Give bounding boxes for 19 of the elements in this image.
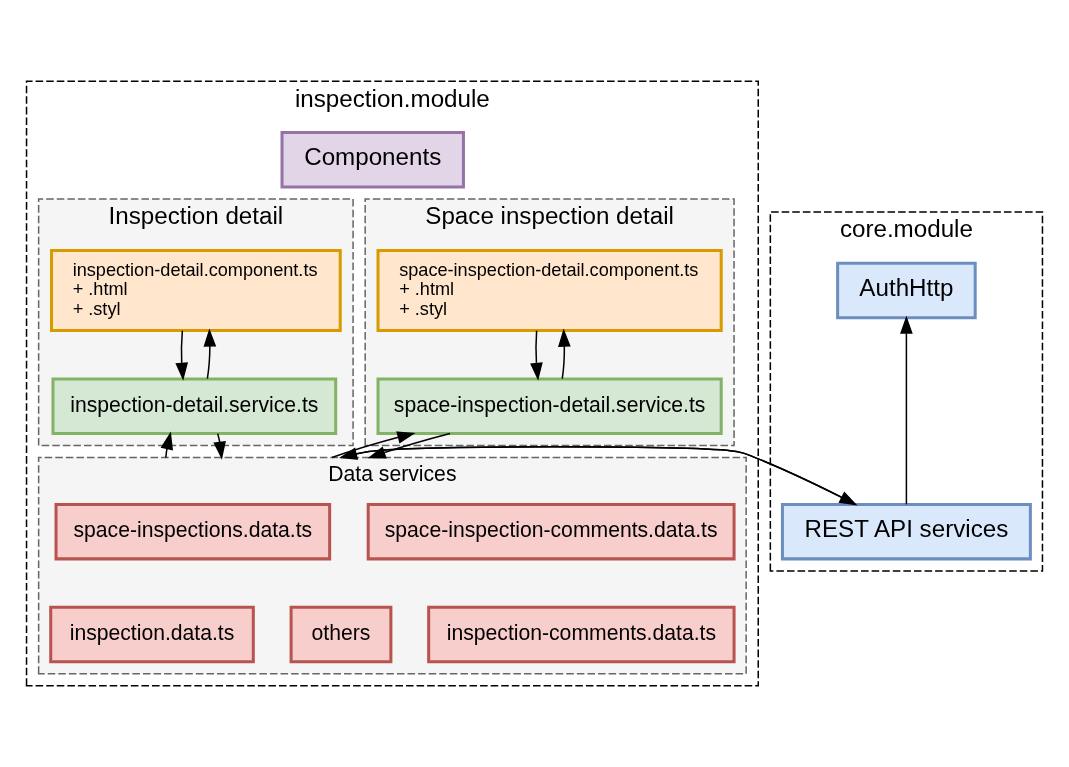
node-box: AuthHttp xyxy=(836,261,977,320)
node-box: inspection-detail.component.ts + .html + .styl xyxy=(49,248,342,333)
arrow xyxy=(160,431,173,459)
node-box: inspection-detail.service.ts xyxy=(51,377,338,435)
node-box: others xyxy=(289,605,393,664)
arrow xyxy=(530,330,543,381)
node-box: inspection-comments.data.ts xyxy=(427,605,736,664)
node-box: space-inspections.data.ts xyxy=(54,502,332,561)
arrow xyxy=(213,432,226,460)
arrow xyxy=(900,315,913,505)
node-box: space-inspection-comments.data.ts xyxy=(366,502,736,561)
node-box: space-inspection-detail.service.ts xyxy=(376,377,723,435)
node-box: REST API services xyxy=(780,502,1032,561)
arrow xyxy=(558,328,571,380)
arrow xyxy=(203,328,217,380)
node-box: Components xyxy=(280,131,465,189)
arrow xyxy=(175,330,189,381)
node-box: space-inspection-detail.component.ts + .html + .styl xyxy=(376,248,723,333)
node-box: inspection.data.ts xyxy=(49,605,255,664)
